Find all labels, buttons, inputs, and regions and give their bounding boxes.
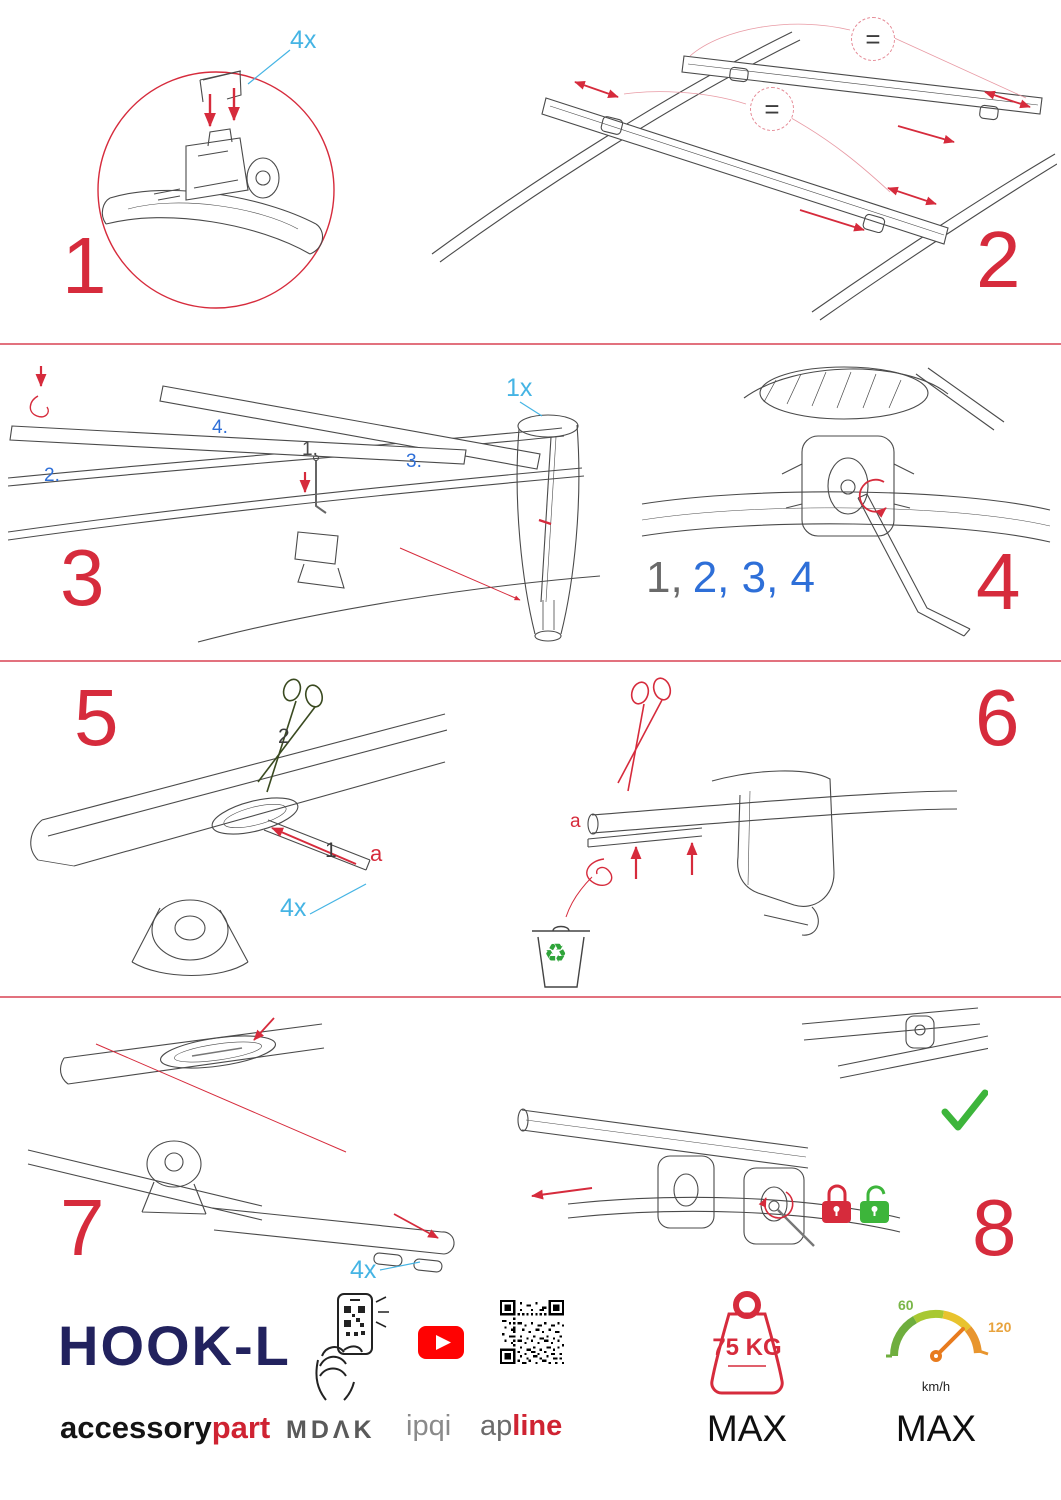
step4-sequence-rest: 2, 3, 4 (692, 553, 816, 602)
qr-code (500, 1300, 564, 1364)
step3-sub-2: 2. (44, 465, 60, 486)
phone-qr-scan-icon (315, 1293, 389, 1401)
speed-low-label: 60 (898, 1297, 914, 1313)
step5-quantity-label: 4x (280, 894, 307, 922)
section-divider-3 (0, 996, 1061, 998)
step3-number: 3 (60, 533, 105, 622)
step1-art (97, 49, 335, 309)
equal-sign: = (865, 23, 881, 54)
step3-sub-4: 4. (212, 417, 228, 438)
step1-quantity-label: 4x (290, 26, 317, 54)
step7-art (27, 1017, 455, 1273)
max-weight-icon (710, 1291, 784, 1395)
logo-ipqi: ipqi (406, 1410, 452, 1442)
step2-number: 2 (976, 215, 1021, 304)
speed-max-label: MAX (895, 1408, 977, 1449)
step3-sub-1: 1. (302, 439, 318, 460)
step3-sub-3: 3. (406, 451, 422, 472)
step6-number: 6 (975, 673, 1020, 762)
speedometer-icon (886, 1310, 989, 1362)
brand-second: part (211, 1410, 271, 1445)
step6-art (532, 677, 957, 988)
step3-quantity-label: 1x (506, 374, 533, 402)
weight-value: 75 KG (712, 1334, 782, 1361)
equal-sign: = (764, 93, 780, 124)
logo-apline: apline (480, 1412, 562, 1441)
step5-pull-label: 1 (325, 839, 337, 862)
logo-mdak: MDΛK (286, 1416, 376, 1444)
step4-sequence-first: 1, (646, 553, 683, 602)
brand-first: accessory (60, 1410, 212, 1445)
step5-number: 5 (74, 673, 119, 762)
speed-high-label: 120 (988, 1319, 1012, 1335)
lock-open-icon (860, 1185, 889, 1223)
logo-apline-second: line (512, 1410, 563, 1442)
step8-number: 8 (972, 1183, 1017, 1272)
lock-closed-icon (822, 1184, 851, 1223)
product-name: HOOK-L (58, 1314, 291, 1377)
step6-a-label: a (570, 811, 581, 832)
step3-art (8, 366, 601, 643)
step5-art (30, 678, 447, 977)
equal-spacing-badge-mid: = (750, 87, 794, 131)
speed-unit-label: km/h (921, 1379, 951, 1394)
recycle-icon: ♻ (544, 938, 568, 968)
step5-a-label: a (370, 841, 383, 866)
logo-apline-first: ap (480, 1410, 513, 1442)
step4-number: 4 (976, 537, 1021, 626)
trash-bin-icon (532, 925, 590, 988)
step7-quantity-label: 4x (350, 1256, 377, 1284)
equal-spacing-badge-top: = (851, 17, 895, 61)
step4-sequence: 1,2, 3, 4 (646, 556, 815, 600)
step2-art (431, 23, 1057, 321)
checkmark-icon (941, 1089, 988, 1131)
step1-number: 1 (62, 221, 107, 310)
scissors-icon (617, 677, 672, 792)
step8-art (517, 1007, 988, 1247)
section-divider-2 (0, 660, 1061, 662)
scissors-icon (257, 678, 324, 793)
step7-number: 7 (60, 1183, 105, 1272)
youtube-icon (418, 1326, 464, 1359)
section-divider-1 (0, 343, 1061, 345)
step4-art (641, 366, 1051, 637)
brand-logo: accessorypart (60, 1412, 270, 1443)
weight-max-label: MAX (706, 1408, 788, 1449)
step5-cut-label: 2 (278, 725, 290, 748)
